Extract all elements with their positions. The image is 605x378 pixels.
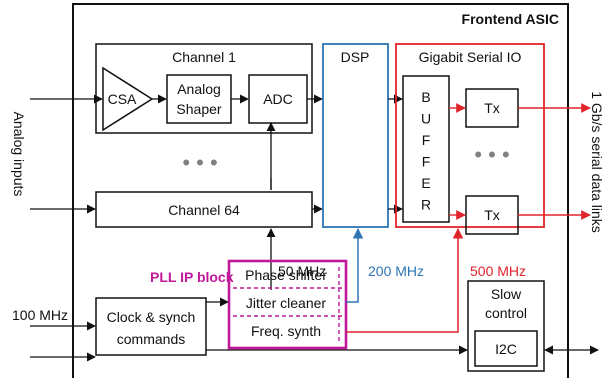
clock-synch-box [95,297,207,356]
clk-50-label: 50 MHz [278,263,326,279]
clk-500-link [346,227,464,333]
analog-inputs-label: Analog inputs [11,112,27,197]
channel-ellipsis: • • • [182,150,217,175]
pll-box [227,259,348,350]
i2c-box [474,330,538,367]
clock-synch-line2: commands [117,331,185,347]
asic-title: Frontend ASIC [462,11,559,27]
i2c-label: I2C [495,341,517,357]
channel-1-box [95,43,313,134]
input-100mhz-label: 100 MHz [12,307,68,323]
csa-label: CSA [108,91,137,107]
analog-shaper-line1: Analog [177,81,221,97]
buffer-letter: F [422,132,431,148]
buffer-letter: E [421,175,430,191]
pll-title: PLL IP block [150,269,234,285]
tx-2-label: Tx [484,207,500,223]
pll-phase-shifter: Phase shifter [245,267,327,283]
slow-control-line2: control [485,305,527,321]
channel-64-label: Channel 64 [168,202,240,218]
serial-links-label: 1 Gb/s serial data links [589,91,605,233]
csa-amplifier [102,66,154,132]
gigabit-serial-io-title: Gigabit Serial IO [419,49,522,65]
asic-outline [72,3,569,378]
channel-1-title: Channel 1 [172,49,236,65]
clk-500-label: 500 MHz [470,263,526,279]
clk-200-link [346,227,364,303]
buffer-letter: B [421,89,430,105]
pll-jitter-cleaner: Jitter cleaner [246,295,326,311]
slow-control-line1: Slow [491,286,522,302]
adc-label: ADC [263,91,293,107]
gigabit-serial-io-box [395,43,545,228]
buffer-box [402,75,450,223]
slow-control-box [467,280,545,372]
tx-ellipsis: • • • [474,142,509,167]
clock-synch-line1: Clock & synch [107,309,196,325]
tx-1-label: Tx [484,100,500,116]
clk-200-label: 200 MHz [368,263,424,279]
dsp-box [322,43,389,228]
dsp-label: DSP [341,49,370,65]
buffer-letter: U [421,111,431,127]
buffer-letter: R [421,197,431,213]
analog-shaper-line2: Shaper [176,101,221,117]
pll-freq-synth: Freq. synth [251,323,321,339]
buffer-letter: F [422,154,431,170]
